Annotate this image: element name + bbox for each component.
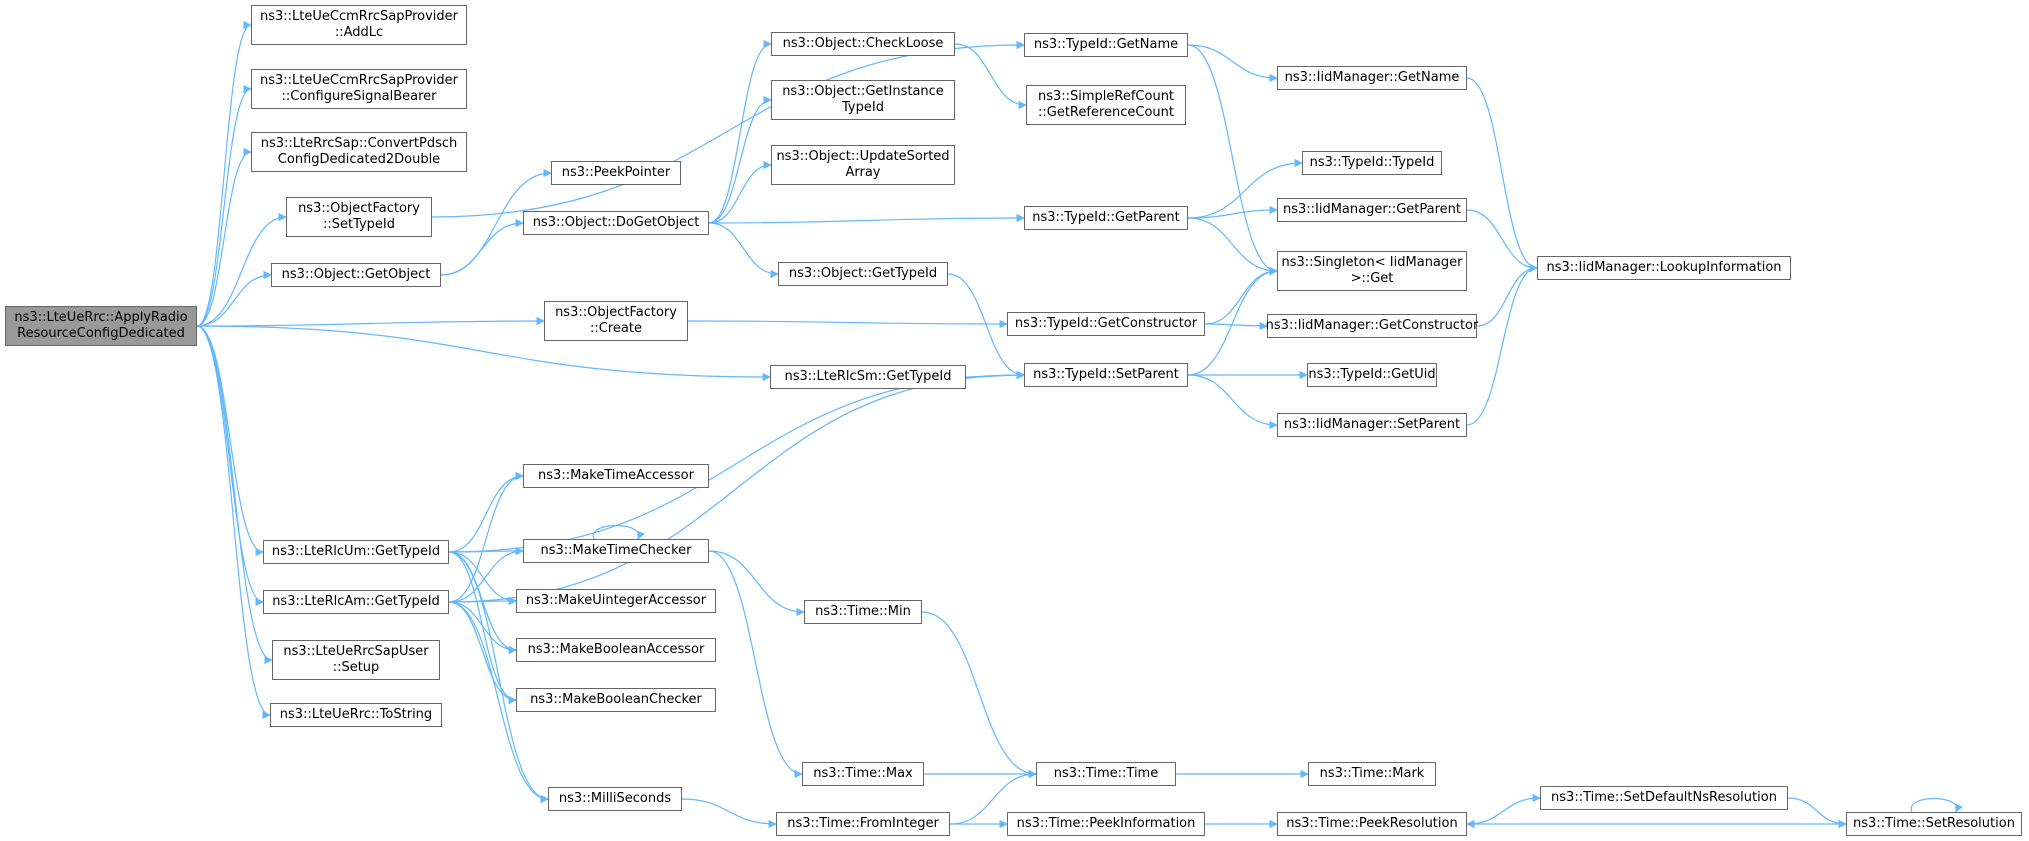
node-rlcum[interactable]: ns3::LteRlcUm::GetTypeId — [263, 540, 449, 564]
node-mktimeacc[interactable]: ns3::MakeTimeAccessor — [523, 464, 709, 488]
node-refcount[interactable]: ns3::SimpleRefCount ::GetReferenceCount — [1026, 85, 1186, 125]
node-mkboolchk[interactable]: ns3::MakeBooleanChecker — [516, 688, 716, 712]
node-timemin[interactable]: ns3::Time::Min — [804, 600, 922, 624]
edge-tidgetname-to-iidgetname — [1187, 44, 1278, 83]
edge-rlcam-to-mktimeacc — [448, 471, 524, 603]
edge-rlcam-to-mkuintacc — [448, 596, 517, 606]
node-checkloose[interactable]: ns3::Object::CheckLoose — [771, 32, 955, 56]
node-updsorted[interactable]: ns3::Object::UpdateSorted Array — [771, 145, 955, 185]
edge-root-to-rlcum — [196, 325, 264, 557]
node-tidgetname[interactable]: ns3::TypeId::GetName — [1024, 33, 1188, 57]
edge-tidgetparent-to-tidtypeid — [1187, 158, 1303, 219]
node-rlcam[interactable]: ns3::LteRlcAm::GetTypeId — [263, 590, 449, 614]
edge-dogetobj-to-getinst — [708, 95, 772, 224]
edge-mktimechk-to-timemin — [708, 550, 805, 617]
edge-rlcam-to-mkboolacc — [448, 601, 517, 655]
edge-rlcum-to-millisec — [448, 551, 549, 804]
edge-rlcam-to-mktimechk — [448, 546, 524, 603]
node-singleton[interactable]: ns3::Singleton< IidManager >::Get — [1277, 251, 1467, 291]
edge-peekres-to-setdefres — [1466, 793, 1541, 825]
edge-tidgetparent-to-iidgetparent — [1187, 205, 1278, 219]
edge-dogetobj-to-tidgetparent — [708, 213, 1025, 224]
node-tidsetparent[interactable]: ns3::TypeId::SetParent — [1024, 363, 1188, 387]
node-configsb[interactable]: ns3::LteUeCcmRrcSapProvider ::ConfigureS… — [251, 69, 467, 109]
edge-dogetobj-to-objgettid — [708, 222, 779, 279]
edge-ofcreate-to-tidgetctor — [687, 319, 1008, 329]
node-peekres[interactable]: ns3::Time::PeekResolution — [1277, 812, 1467, 836]
node-objgettid[interactable]: ns3::Object::GetTypeId — [778, 262, 948, 286]
edge-getobject-to-dogetobj — [440, 218, 524, 276]
edge-setres-to-setres — [1910, 797, 1963, 813]
node-fromint[interactable]: ns3::Time::FromInteger — [776, 812, 950, 836]
node-iidgetname[interactable]: ns3::IidManager::GetName — [1277, 66, 1467, 90]
node-mkboolacc[interactable]: ns3::MakeBooleanAccessor — [516, 638, 716, 662]
edge-tidgetctor-to-iidgetctor — [1204, 321, 1268, 331]
node-ofcreate[interactable]: ns3::ObjectFactory ::Create — [544, 301, 688, 341]
edge-root-to-ofcreate — [196, 316, 545, 327]
node-setup[interactable]: ns3::LteUeRrcSapUser ::Setup — [272, 640, 440, 680]
edge-root-to-rlcam — [196, 325, 264, 607]
edge-tidgetparent-to-singleton — [1187, 217, 1278, 276]
edge-rlcam-to-mkboolchk — [448, 601, 517, 705]
node-setdefres[interactable]: ns3::Time::SetDefaultNsResolution — [1540, 786, 1788, 810]
node-ofsettype[interactable]: ns3::ObjectFactory ::SetTypeId — [286, 197, 432, 237]
edge-mktimechk-to-timemax — [708, 550, 803, 779]
edge-fromint-to-timetime — [949, 769, 1037, 825]
edge-mktimechk-to-mktimechk — [592, 524, 645, 540]
edge-rlcam-to-tidsetparent — [448, 370, 1025, 603]
edge-iidgetctor-to-lookup — [1476, 263, 1538, 327]
edge-iidsetparent-to-lookup — [1466, 263, 1538, 426]
node-rlcsm[interactable]: ns3::LteRlcSm::GetTypeId — [770, 365, 966, 389]
node-setres[interactable]: ns3::Time::SetResolution — [1846, 812, 2022, 836]
edge-root-to-ofsettype — [196, 212, 287, 327]
edge-setdefres-to-setres — [1787, 797, 1847, 829]
edge-rlcam-to-millisec — [448, 601, 549, 804]
node-lookup[interactable]: ns3::IidManager::LookupInformation — [1537, 256, 1791, 280]
edge-dogetobj-to-checkloose — [708, 39, 772, 224]
edge-root-to-tostring — [196, 325, 271, 720]
edge-dogetobj-to-updsorted — [708, 160, 772, 224]
node-mkuintacc[interactable]: ns3::MakeUintegerAccessor — [516, 589, 716, 613]
node-timemax[interactable]: ns3::Time::Max — [802, 762, 924, 786]
node-tidgetctor[interactable]: ns3::TypeId::GetConstructor — [1007, 312, 1205, 336]
node-getobject[interactable]: ns3::Object::GetObject — [271, 263, 441, 287]
edge-root-to-configsb — [196, 84, 252, 327]
edge-tidsetparent-to-singleton — [1187, 266, 1278, 376]
node-dogetobj[interactable]: ns3::Object::DoGetObject — [523, 211, 709, 235]
node-millisec[interactable]: ns3::MilliSeconds — [548, 787, 682, 811]
edge-tidgetname-to-singleton — [1187, 44, 1278, 276]
edge-checkloose-to-refcount — [954, 43, 1027, 110]
edge-iidgetname-to-lookup — [1466, 77, 1538, 273]
edge-root-to-setup — [196, 325, 273, 665]
node-tidgetparent[interactable]: ns3::TypeId::GetParent — [1024, 206, 1188, 230]
node-peekinfo[interactable]: ns3::Time::PeekInformation — [1007, 812, 1205, 836]
edge-root-to-rlcsm — [196, 325, 771, 382]
edge-root-to-getobject — [196, 270, 272, 327]
node-tostring[interactable]: ns3::LteUeRrc::ToString — [270, 703, 442, 727]
node-iidsetparent[interactable]: ns3::IidManager::SetParent — [1277, 413, 1467, 437]
node-timemark[interactable]: ns3::Time::Mark — [1308, 762, 1436, 786]
node-root: ns3::LteUeRrc::ApplyRadio ResourceConfig… — [5, 306, 197, 346]
edge-root-to-addlc — [196, 20, 252, 327]
edge-iidgetparent-to-lookup — [1466, 209, 1538, 273]
edge-rlcum-to-mktimeacc — [448, 471, 524, 553]
node-addlc[interactable]: ns3::LteUeCcmRrcSapProvider ::AddLc — [251, 5, 467, 45]
node-tidgetuid[interactable]: ns3::TypeId::GetUid — [1307, 363, 1437, 387]
edge-millisec-to-fromint — [681, 798, 777, 829]
node-timetime[interactable]: ns3::Time::Time — [1036, 762, 1176, 786]
node-peekptr[interactable]: ns3::PeekPointer — [551, 161, 681, 185]
node-tidtypeid[interactable]: ns3::TypeId::TypeId — [1302, 151, 1442, 175]
node-convert[interactable]: ns3::LteRrcSap::ConvertPdsch ConfigDedic… — [251, 132, 467, 172]
edge-timemin-to-timetime — [921, 611, 1037, 779]
edge-rlcum-to-mktimechk — [448, 546, 524, 556]
node-iidgetparent[interactable]: ns3::IidManager::GetParent — [1277, 198, 1467, 222]
edge-rlcum-to-mkuintacc — [448, 551, 517, 606]
edge-root-to-convert — [196, 147, 252, 327]
node-mktimechk[interactable]: ns3::MakeTimeChecker — [523, 539, 709, 563]
node-getinst[interactable]: ns3::Object::GetInstance TypeId — [771, 80, 955, 120]
edge-tidsetparent-to-iidsetparent — [1187, 374, 1278, 430]
node-iidgetctor[interactable]: ns3::IidManager::GetConstructor — [1266, 314, 1478, 338]
